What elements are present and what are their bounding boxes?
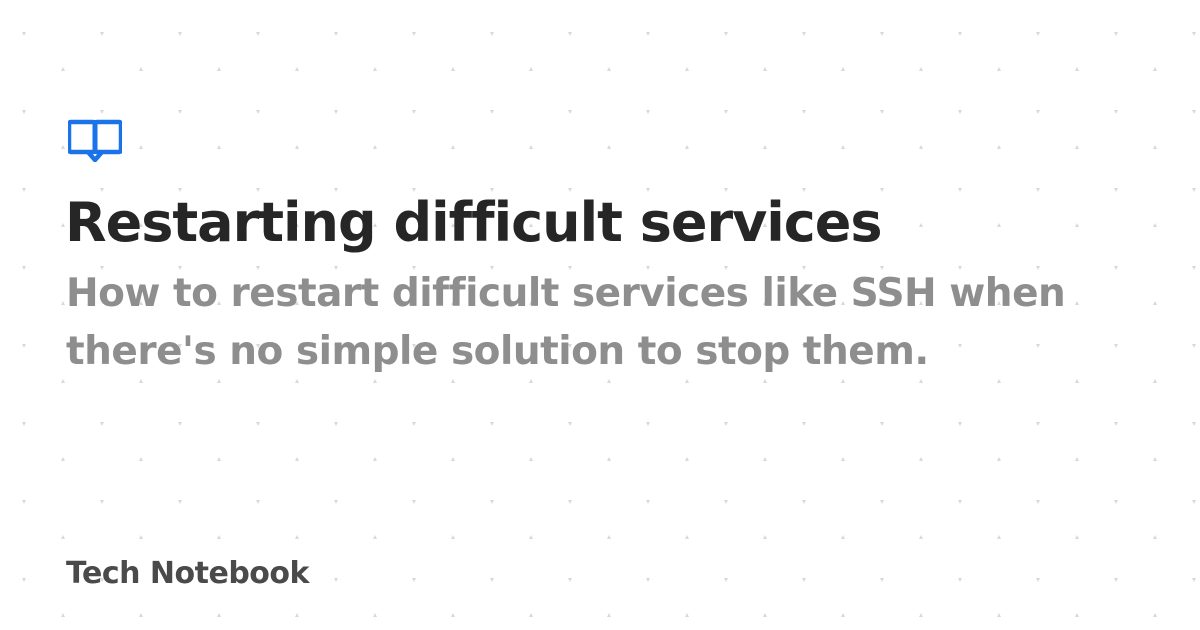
- article-title: Restarting difficult services: [65, 191, 883, 254]
- article-subtitle: How to restart difficult services like S…: [66, 271, 1066, 374]
- site-brand-name: Tech Notebook: [66, 556, 309, 591]
- book-speech-bubble-icon: [66, 118, 124, 163]
